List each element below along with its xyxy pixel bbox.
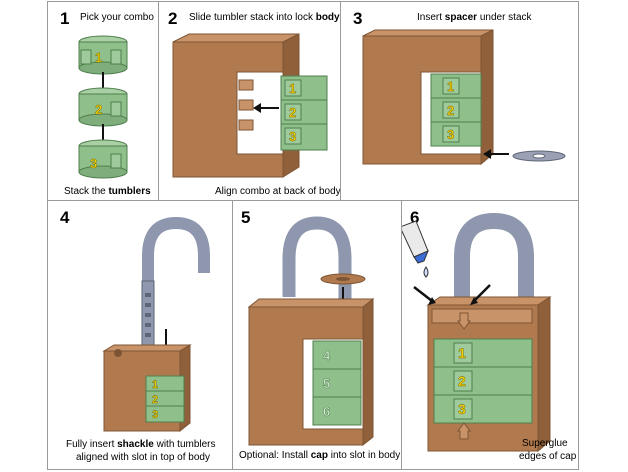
step-3-illustration: 1 2 3 — [362, 29, 566, 166]
step-2-panel: 2 Slide tumbler stack into lock body 1 — [158, 1, 348, 201]
stack-digit-1: 4 — [323, 348, 331, 363]
step-6-number: 6 — [410, 208, 420, 227]
step-2-caption-top: Slide tumbler stack into lock body — [189, 12, 340, 23]
step-5-number: 5 — [241, 208, 251, 227]
stack-digit-1: 1 — [447, 79, 454, 94]
step-5-panel: 5 4 5 6 Optional: Inst — [232, 200, 402, 470]
step-4-number: 4 — [60, 208, 70, 227]
stack-digit-2: 2 — [458, 373, 466, 389]
lock-body — [426, 296, 552, 453]
step-1-caption-bottom: Stack the tumblers — [64, 186, 151, 197]
stack-digit-3: 6 — [323, 404, 330, 419]
step-2-number: 2 — [168, 9, 178, 28]
stack-digit-3: 3 — [289, 129, 296, 144]
shackle — [141, 216, 210, 352]
lock-body — [172, 33, 300, 178]
stack-digit-3: 3 — [447, 127, 454, 142]
step-5-caption: Optional: Install cap into slot in body — [239, 450, 401, 461]
tumbler-stack — [430, 73, 482, 147]
step-5-illustration: 4 5 6 — [247, 216, 375, 447]
tumbler-3 — [78, 139, 128, 179]
stack-digit-2: 2 — [289, 105, 296, 120]
tumbler-1 — [78, 35, 128, 75]
step-6-illustration: 1 2 3 — [402, 212, 552, 453]
stack-digit-2: 5 — [323, 376, 330, 391]
tumbler-3-digit: 3 — [90, 156, 97, 171]
step-2-caption-bottom: Align combo at back of body — [215, 186, 341, 197]
glue-bottle-icon — [402, 220, 429, 278]
stack-digit-3: 3 — [458, 401, 466, 417]
step-1-illustration: 1 2 3 — [78, 35, 128, 179]
cap — [320, 273, 366, 285]
step-6-caption-line2: edges of cap — [519, 451, 577, 462]
step-1-number: 1 — [60, 9, 70, 28]
step-1-caption-top: Pick your combo — [80, 12, 154, 23]
stack-digit-1: 1 — [152, 379, 158, 391]
stack-digit-2: 2 — [152, 394, 158, 406]
step-2-illustration: 1 2 3 — [172, 33, 328, 178]
step-6-caption-line1: Superglue — [522, 438, 568, 449]
shackle — [454, 212, 534, 301]
tumbler-1-digit: 1 — [95, 50, 102, 65]
stack-digit-1: 1 — [289, 81, 296, 96]
stack-digit-1: 1 — [458, 345, 466, 361]
lock-body — [102, 344, 192, 433]
step-6-panel: 6 1 — [401, 200, 579, 470]
lock-body — [247, 297, 375, 447]
step-1-panel: 1 Pick your combo 1 2 — [47, 1, 169, 201]
step-3-panel: 3 Insert spacer under stack 1 2 3 — [340, 1, 579, 201]
step-4-caption-line1: Fully insert shackle with tumblers — [66, 439, 216, 450]
step-4-caption-line2: aligned with slot in top of body — [76, 452, 210, 463]
glue-arrow-right — [473, 284, 491, 302]
glue-arrow-left — [413, 286, 433, 302]
step-3-caption-top: Insert spacer under stack — [417, 12, 532, 23]
tumbler-stack — [280, 75, 328, 151]
stack-digit-3: 3 — [152, 409, 158, 421]
shackle — [282, 216, 352, 321]
spacer — [512, 150, 566, 162]
tumbler-2-digit: 2 — [95, 102, 102, 117]
stack-digit-2: 2 — [447, 103, 454, 118]
tumbler-2 — [78, 87, 128, 127]
step-4-illustration: 1 2 3 — [102, 216, 210, 433]
step-3-number: 3 — [353, 9, 363, 28]
step-4-panel: 4 1 2 3 — [47, 200, 233, 470]
